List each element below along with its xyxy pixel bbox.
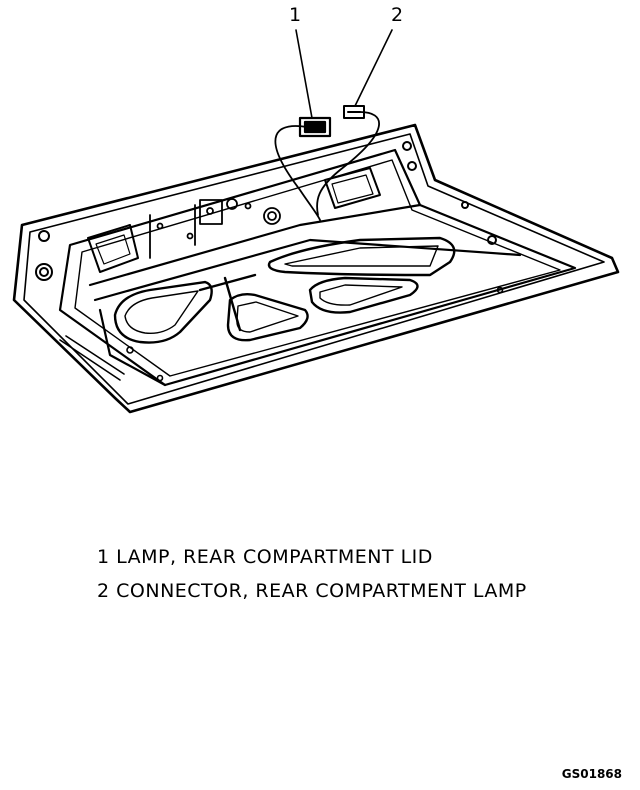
left-recess xyxy=(35,224,139,281)
figure-id: GS01868 xyxy=(561,767,622,781)
lamp-rear-compartment-lid xyxy=(298,116,332,138)
inner-cutouts xyxy=(113,236,456,344)
callout-2: 2 xyxy=(391,4,404,26)
legend-number: 1 xyxy=(97,546,110,568)
rear-compartment-lid-diagram xyxy=(12,29,620,414)
lid-outer-panel xyxy=(12,123,620,414)
legend-text: CONNECTOR, REAR COMPARTMENT LAMP xyxy=(116,580,527,602)
legend: 1 LAMP, REAR COMPARTMENT LID 2 CONNECTOR… xyxy=(97,540,527,608)
legend-item: 1 LAMP, REAR COMPARTMENT LID xyxy=(97,540,527,574)
lid-inner-frame xyxy=(58,148,577,387)
lower-edge-details xyxy=(59,286,504,382)
right-recess xyxy=(324,141,497,245)
legend-item: 2 CONNECTOR, REAR COMPARTMENT LAMP xyxy=(97,574,527,608)
upper-wall-details xyxy=(149,198,281,259)
legend-number: 2 xyxy=(97,580,110,602)
callout-leaders xyxy=(295,29,393,119)
connector-rear-compartment-lamp xyxy=(343,105,365,119)
wiring-harness xyxy=(274,111,380,221)
callout-1: 1 xyxy=(289,4,302,26)
legend-text: LAMP, REAR COMPARTMENT LID xyxy=(116,546,433,568)
